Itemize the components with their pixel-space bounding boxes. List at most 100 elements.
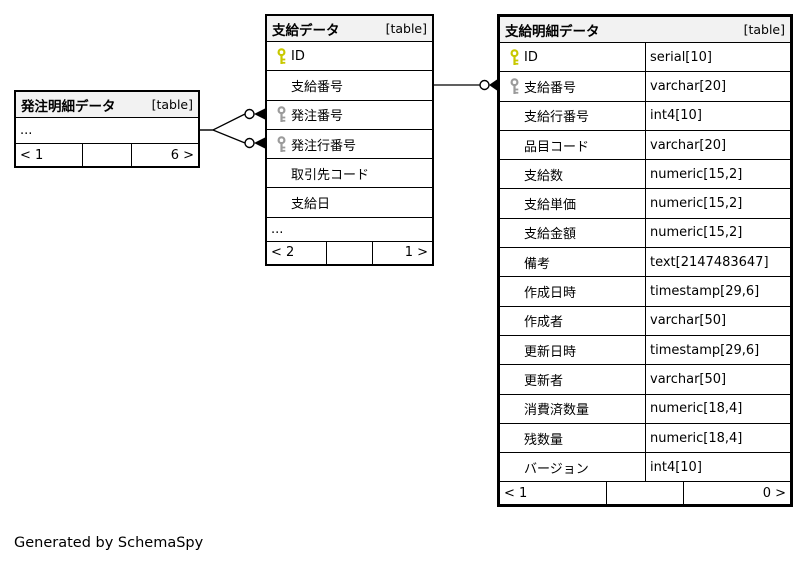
crow-foot-arrow bbox=[489, 79, 497, 91]
column-name-cell: ... bbox=[16, 118, 198, 143]
foreign-key-icon bbox=[271, 106, 291, 123]
column-name-cell: ID bbox=[267, 42, 432, 70]
parent-count: < 2 bbox=[271, 245, 295, 261]
table-row: 更新者 varchar[50] bbox=[500, 365, 790, 395]
column-type: numeric[15,2] bbox=[645, 189, 790, 218]
column-name-cell: 消費済数量 bbox=[500, 395, 645, 423]
table-row: ID bbox=[267, 42, 432, 72]
column-name-cell: ... bbox=[267, 218, 432, 241]
zero-circle-marker bbox=[244, 137, 255, 149]
column-name-cell: 支給金額 bbox=[500, 219, 645, 247]
column-type: text[2147483647] bbox=[645, 248, 790, 277]
column-name: 支給日 bbox=[291, 197, 331, 213]
table-row: 発注番号 bbox=[267, 100, 432, 130]
column-name: 作成者 bbox=[524, 315, 564, 331]
table-rows: ... bbox=[16, 118, 198, 144]
column-name-cell: 発注番号 bbox=[267, 101, 432, 129]
column-name: 取引先コード bbox=[291, 167, 370, 183]
table-node-supply[interactable]: 支給データ [table] ID 支給番号発注番号発注行番号取引先コード支給日..… bbox=[265, 14, 434, 266]
zero-circle-marker bbox=[479, 79, 490, 91]
column-name: 支給番号 bbox=[291, 79, 344, 95]
table-title[interactable]: 支給明細データ bbox=[505, 23, 600, 40]
table-row: 残数量 numeric[18,4] bbox=[500, 423, 790, 454]
table-row: 備考 text[2147483647] bbox=[500, 248, 790, 278]
zero-circle-marker bbox=[244, 108, 255, 120]
table-row: 支給日 bbox=[267, 188, 432, 218]
column-type: timestamp[29,6] bbox=[645, 335, 790, 365]
column-name-cell: バージョン bbox=[500, 453, 645, 481]
table-row: ... bbox=[16, 118, 198, 144]
column-name-cell: 支給単価 bbox=[500, 189, 645, 217]
child-count: 0 > bbox=[683, 482, 790, 505]
column-name: バージョン bbox=[524, 461, 589, 477]
fk-line-order-number bbox=[200, 113, 246, 131]
table-title[interactable]: 支給データ bbox=[272, 22, 340, 39]
table-type-badge: [table] bbox=[385, 21, 427, 36]
column-name: 支給数 bbox=[524, 168, 564, 184]
column-name: 発注行番号 bbox=[291, 138, 357, 154]
child-count: 6 > bbox=[131, 144, 198, 166]
column-name-cell: 備考 bbox=[500, 248, 645, 276]
table-row: 作成者 varchar[50] bbox=[500, 306, 790, 336]
column-name: 品目コード bbox=[524, 139, 590, 155]
table-title[interactable]: 発注明細データ bbox=[21, 98, 116, 115]
column-type: varchar[50] bbox=[645, 306, 790, 335]
table-header: 支給明細データ [table] bbox=[500, 17, 790, 43]
column-name: 更新日時 bbox=[524, 344, 577, 360]
parent-count: < 1 bbox=[504, 485, 528, 501]
primary-key-icon bbox=[504, 48, 524, 66]
column-type: varchar[20] bbox=[645, 72, 790, 101]
column-name-cell: 品目コード bbox=[500, 131, 645, 159]
column-name-cell: 作成者 bbox=[500, 307, 645, 335]
table-node-supply-detail[interactable]: 支給明細データ [table] ID serial[10] 支給番号 varchar[… bbox=[497, 14, 793, 508]
foreign-key-icon bbox=[271, 135, 291, 153]
child-count: 1 > bbox=[371, 241, 432, 264]
column-name-cell: 支給行番号 bbox=[500, 102, 645, 130]
generated-by-note: Generated by SchemaSpy bbox=[14, 535, 204, 551]
table-header: 発注明細データ [table] bbox=[16, 92, 198, 118]
column-name: ... bbox=[20, 123, 33, 138]
column-type: varchar[20] bbox=[645, 130, 790, 160]
column-name-cell: 発注行番号 bbox=[267, 130, 432, 158]
column-name-cell: 更新者 bbox=[500, 365, 645, 393]
column-name: 発注番号 bbox=[291, 109, 344, 125]
column-type: numeric[15,2] bbox=[645, 160, 790, 189]
table-row: ... bbox=[267, 217, 432, 242]
column-name-cell: ID bbox=[500, 43, 645, 71]
column-name: 備考 bbox=[524, 256, 551, 272]
column-name: 残数量 bbox=[524, 432, 564, 448]
column-type: serial[10] bbox=[645, 43, 790, 72]
column-name: 更新者 bbox=[524, 373, 564, 389]
footer-spacer bbox=[326, 241, 371, 264]
column-name: 作成日時 bbox=[524, 286, 577, 302]
column-name-cell: 作成日時 bbox=[500, 277, 645, 305]
table-header: 支給データ [table] bbox=[267, 16, 432, 42]
table-footer: < 1 0 > bbox=[500, 482, 790, 505]
column-name: 支給番号 bbox=[524, 80, 577, 96]
table-row: 発注行番号 bbox=[267, 129, 432, 160]
table-row: 更新日時 timestamp[29,6] bbox=[500, 335, 790, 366]
table-node-order-detail[interactable]: 発注明細データ [table] ... < 1 6 > bbox=[14, 90, 200, 168]
column-name: ID bbox=[291, 48, 305, 64]
foreign-key-icon bbox=[504, 78, 524, 95]
table-type-badge: [table] bbox=[151, 97, 193, 112]
column-name-cell: 残数量 bbox=[500, 424, 645, 452]
table-row: 支給番号 varchar[20] bbox=[500, 72, 790, 102]
column-name-cell: 支給数 bbox=[500, 160, 645, 188]
table-row: 支給数 numeric[15,2] bbox=[500, 160, 790, 190]
column-name: 支給金額 bbox=[524, 227, 577, 243]
table-row: 支給番号 bbox=[267, 71, 432, 101]
footer-spacer bbox=[81, 144, 132, 166]
column-type: numeric[18,4] bbox=[645, 423, 790, 453]
table-row: 品目コード varchar[20] bbox=[500, 130, 790, 161]
table-footer: < 1 6 > bbox=[16, 144, 198, 166]
column-name: ID bbox=[524, 49, 538, 65]
column-name-cell: 取引先コード bbox=[267, 159, 432, 187]
column-type: varchar[50] bbox=[645, 365, 790, 394]
column-type: int4[10] bbox=[645, 101, 790, 130]
